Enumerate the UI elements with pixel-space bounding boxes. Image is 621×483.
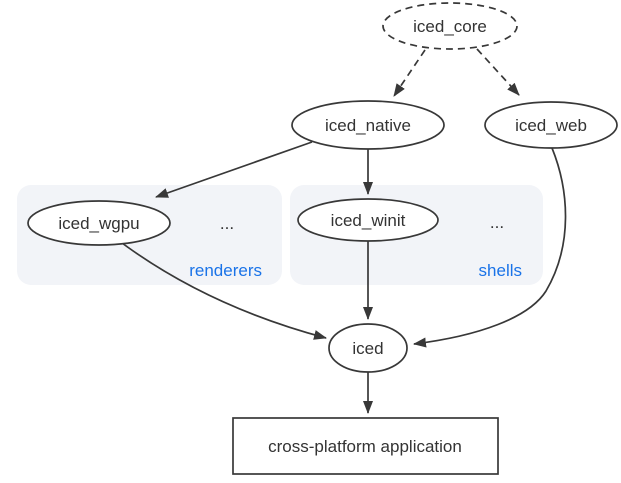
edge-iced-web-to-iced — [413, 147, 567, 348]
iced-ellipse — [328, 323, 408, 373]
iced-web-label: iced_web — [515, 116, 587, 135]
renderers-group-label: renderers — [189, 261, 262, 280]
shells-group-label: shells — [479, 261, 522, 280]
iced-core-label: iced_core — [413, 17, 487, 36]
app-rect — [232, 417, 499, 475]
renderers-ellipsis: ... — [220, 214, 234, 233]
node-iced-web: iced_web — [484, 101, 618, 149]
iced-wgpu-ellipse — [27, 200, 171, 246]
iced-label: iced — [352, 339, 383, 358]
app-label: cross-platform application — [268, 437, 462, 456]
node-iced-winit: iced_winit — [297, 198, 439, 242]
iced-web-ellipse — [484, 101, 618, 149]
iced-winit-ellipse — [297, 198, 439, 242]
iced-core-ellipse — [382, 2, 518, 50]
edge-iced-core-to-iced-native — [393, 49, 426, 97]
node-iced-core: iced_core — [382, 2, 518, 50]
node-iced-native: iced_native — [291, 100, 445, 150]
edge-iced-core-to-iced-web — [476, 48, 520, 96]
iced-wgpu-label: iced_wgpu — [58, 214, 139, 233]
node-cross-platform-application: cross-platform application — [232, 417, 499, 475]
iced-native-ellipse — [291, 100, 445, 150]
iced-winit-label: iced_winit — [331, 211, 406, 230]
edge-iced-wgpu-to-iced — [121, 242, 327, 340]
node-iced: iced — [328, 323, 408, 373]
edge-iced-native-to-iced-wgpu — [155, 141, 313, 198]
shells-ellipsis: ... — [490, 213, 504, 232]
iced-native-label: iced_native — [325, 116, 411, 135]
node-iced-wgpu: iced_wgpu — [27, 200, 171, 246]
